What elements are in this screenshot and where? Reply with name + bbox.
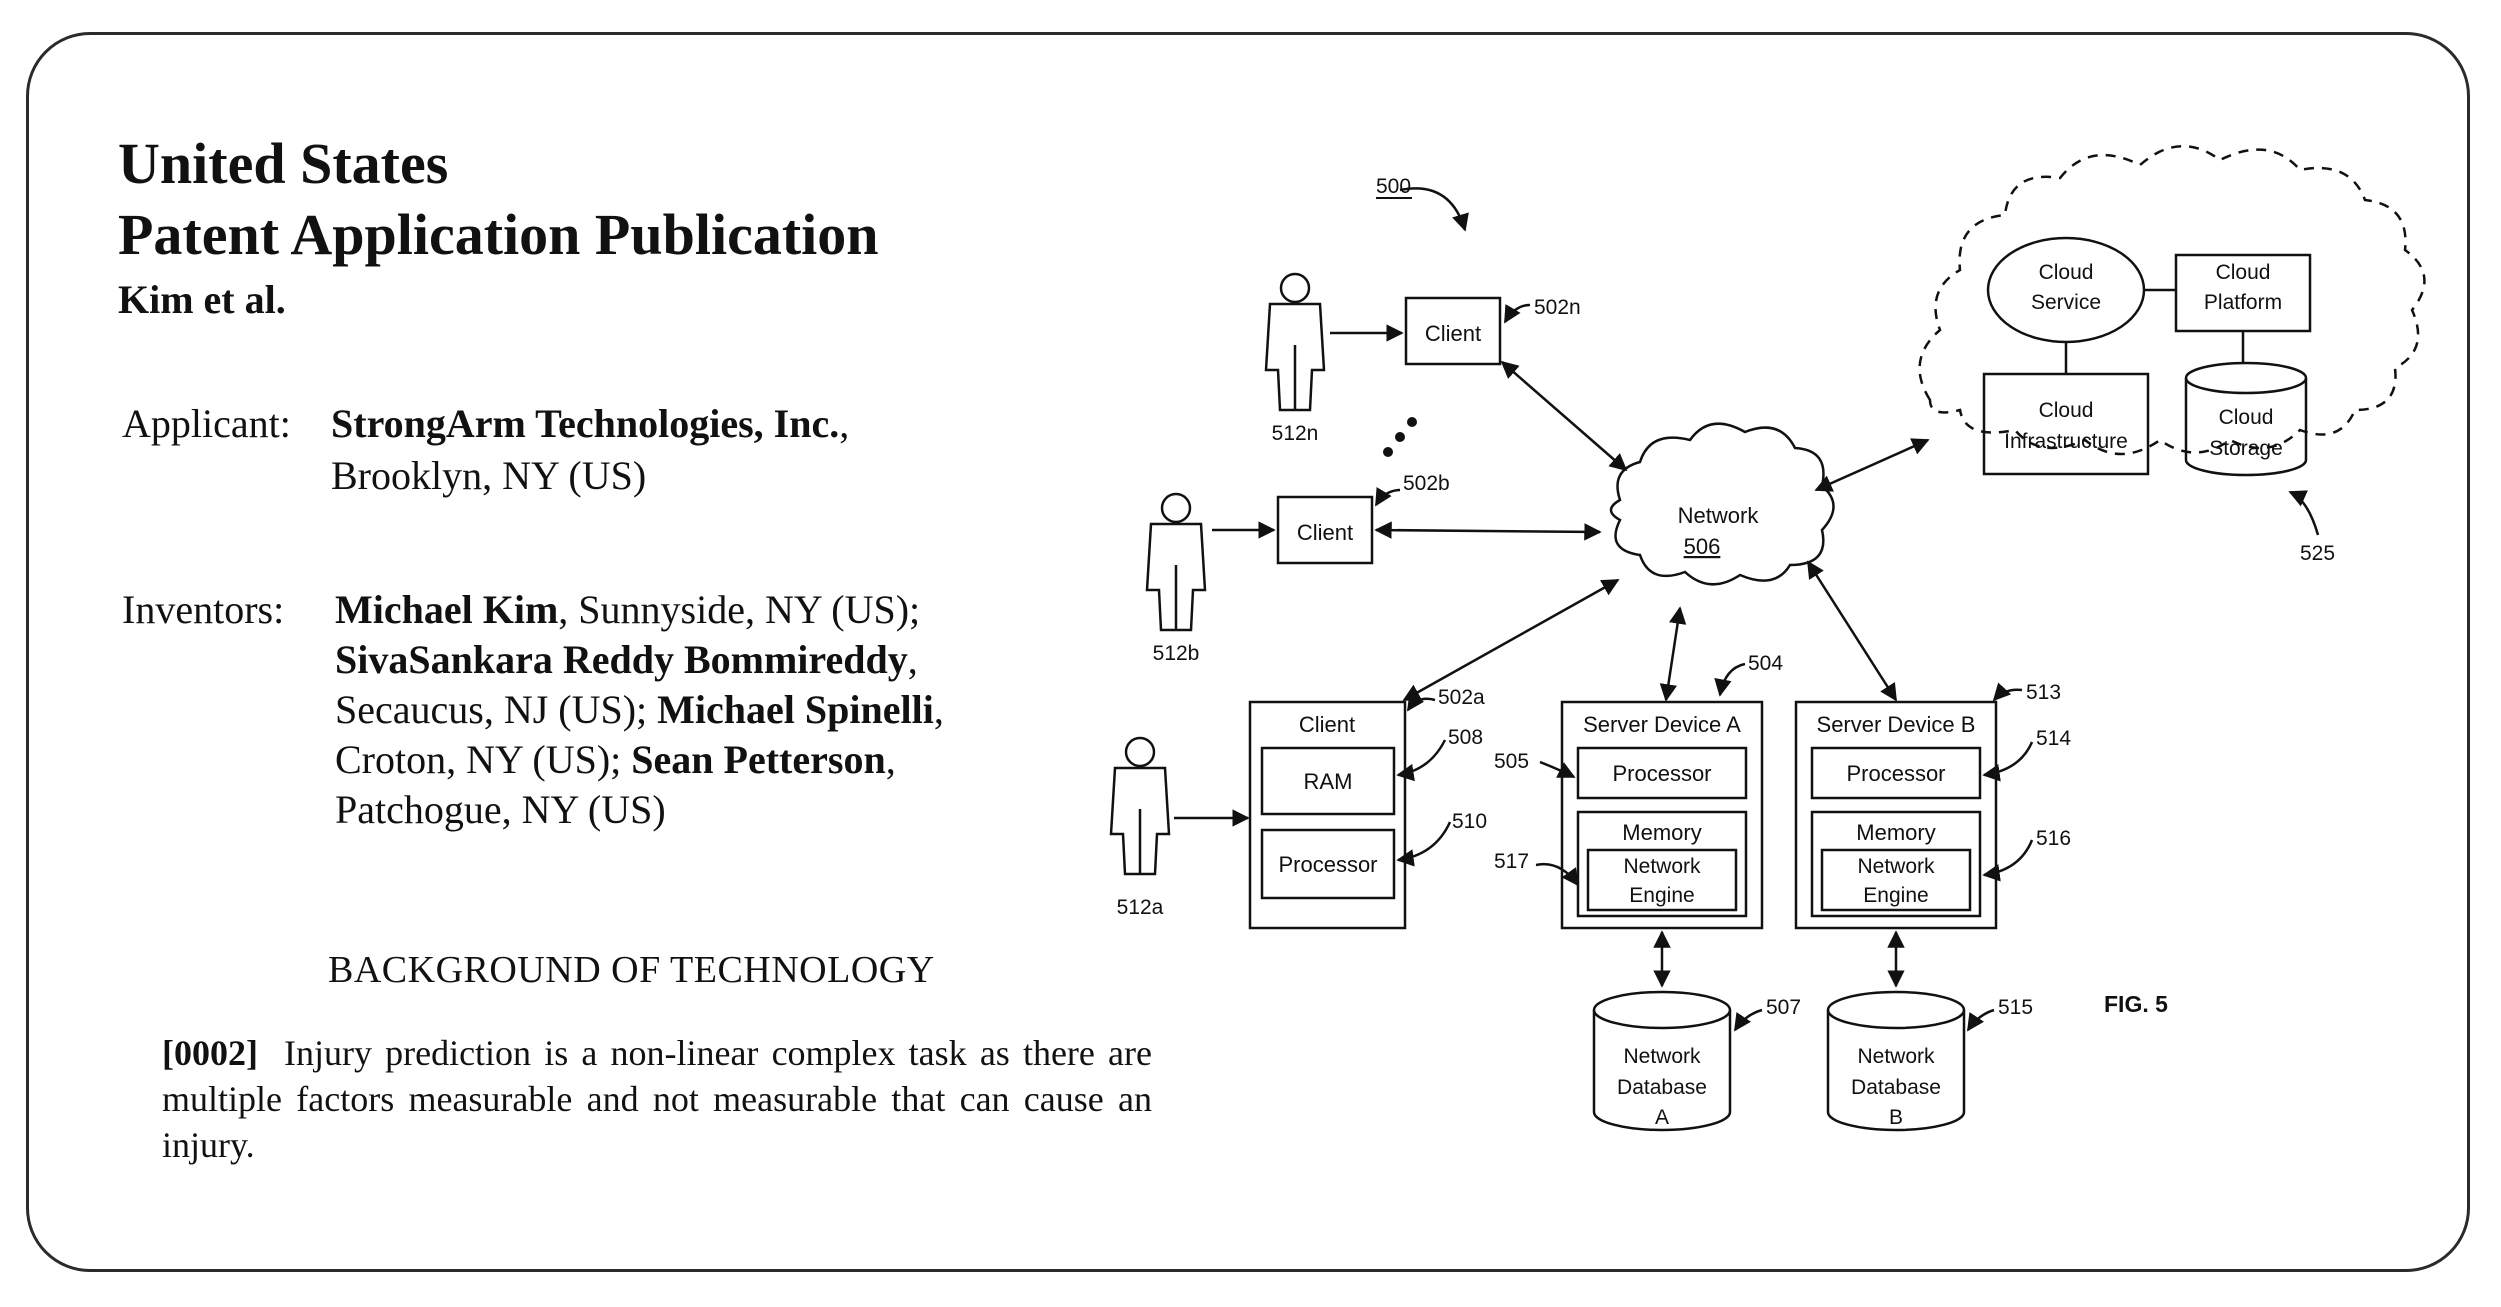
server-a-engine-l1: Network xyxy=(1623,855,1701,878)
cloud-service-l1: Cloud xyxy=(2039,261,2094,284)
leader-525 xyxy=(2290,492,2318,535)
ref-500: 500 xyxy=(1376,175,1411,198)
ref-512n: 512n xyxy=(1272,422,1319,445)
leader-502b xyxy=(1376,490,1400,505)
ref-502n: 502n xyxy=(1534,296,1581,319)
ref-510: 510 xyxy=(1452,810,1487,833)
ref-505: 505 xyxy=(1494,750,1529,773)
arrow-network-server-b xyxy=(1808,562,1896,700)
client-502b-label: Client xyxy=(1297,520,1353,545)
cloud-storage-l1: Cloud xyxy=(2219,406,2274,429)
processor-502a-label: Processor xyxy=(1278,852,1377,877)
ellipsis-dots xyxy=(1383,417,1417,457)
server-b-engine-l2: Engine xyxy=(1863,884,1928,907)
ref-516: 516 xyxy=(2036,827,2071,850)
server-b-label: Server Device B xyxy=(1817,712,1976,737)
ref-512a: 512a xyxy=(1117,896,1164,919)
client-502a-label: Client xyxy=(1299,712,1355,737)
client-502n-label: Client xyxy=(1425,321,1481,346)
ref-513: 513 xyxy=(2026,681,2061,704)
leader-507 xyxy=(1735,1010,1762,1030)
ref-525: 525 xyxy=(2300,542,2335,565)
leader-513 xyxy=(1994,690,2022,700)
arrow-502a-network xyxy=(1404,580,1618,700)
db-b-l2: Database xyxy=(1851,1076,1941,1099)
ref-517: 517 xyxy=(1494,850,1529,873)
leader-502a xyxy=(1408,699,1435,710)
cloud-service-ellipse xyxy=(1988,238,2144,342)
cloud-platform-l1: Cloud xyxy=(2216,261,2271,284)
ram-label: RAM xyxy=(1304,769,1353,794)
ref-506: 506 xyxy=(1684,534,1721,559)
server-b-memory-label: Memory xyxy=(1856,820,1935,845)
ref-512b: 512b xyxy=(1153,642,1200,665)
server-b-engine-l1: Network xyxy=(1857,855,1935,878)
cloud-infrastructure-box xyxy=(1984,374,2148,474)
leader-516 xyxy=(1984,840,2032,875)
arrow-502n-network xyxy=(1502,362,1626,470)
leader-514 xyxy=(1984,742,2032,775)
db-a-l3: A xyxy=(1655,1106,1669,1129)
dot-2 xyxy=(1395,432,1405,442)
ref-507: 507 xyxy=(1766,996,1801,1019)
cloud-525-outline xyxy=(1920,146,2425,454)
leader-505 xyxy=(1540,762,1574,777)
ref-515: 515 xyxy=(1998,996,2033,1019)
server-a-processor-label: Processor xyxy=(1612,761,1711,786)
ref-508: 508 xyxy=(1448,726,1483,749)
db-b-l3: B xyxy=(1889,1106,1903,1129)
cloud-storage-l2: Storage xyxy=(2209,437,2283,460)
ref-504: 504 xyxy=(1748,652,1783,675)
db-a-l1: Network xyxy=(1623,1045,1701,1068)
cloud-infra-l2: Infrastructure xyxy=(2004,430,2128,453)
cloud-infra-l1: Cloud xyxy=(2039,399,2094,422)
arrow-network-server-a xyxy=(1666,608,1680,700)
db-a-l2: Database xyxy=(1617,1076,1707,1099)
ref-502b: 502b xyxy=(1403,472,1450,495)
person-512n-icon xyxy=(1266,274,1324,410)
ref-502a: 502a xyxy=(1438,686,1485,709)
network-label: Network xyxy=(1678,503,1760,528)
leader-517 xyxy=(1536,864,1578,885)
person-512b-icon xyxy=(1147,494,1205,630)
dot-3 xyxy=(1407,417,1417,427)
db-b-l1: Network xyxy=(1857,1045,1935,1068)
server-a-label: Server Device A xyxy=(1583,712,1741,737)
server-b-processor-label: Processor xyxy=(1846,761,1945,786)
cloud-service-l2: Service xyxy=(2031,291,2101,314)
leader-515 xyxy=(1968,1010,1994,1030)
person-512a-icon xyxy=(1111,738,1169,874)
leader-504 xyxy=(1720,664,1745,695)
ref-514: 514 xyxy=(2036,727,2071,750)
dot-1 xyxy=(1383,447,1393,457)
server-a-memory-label: Memory xyxy=(1622,820,1701,845)
server-a-engine-l2: Engine xyxy=(1629,884,1694,907)
cloud-platform-l2: Platform xyxy=(2204,291,2282,314)
fig-label: FIG. 5 xyxy=(2104,991,2168,1017)
arrow-network-cloud xyxy=(1816,440,1928,490)
arrow-502b-network xyxy=(1376,530,1600,532)
leader-502n xyxy=(1505,305,1530,322)
